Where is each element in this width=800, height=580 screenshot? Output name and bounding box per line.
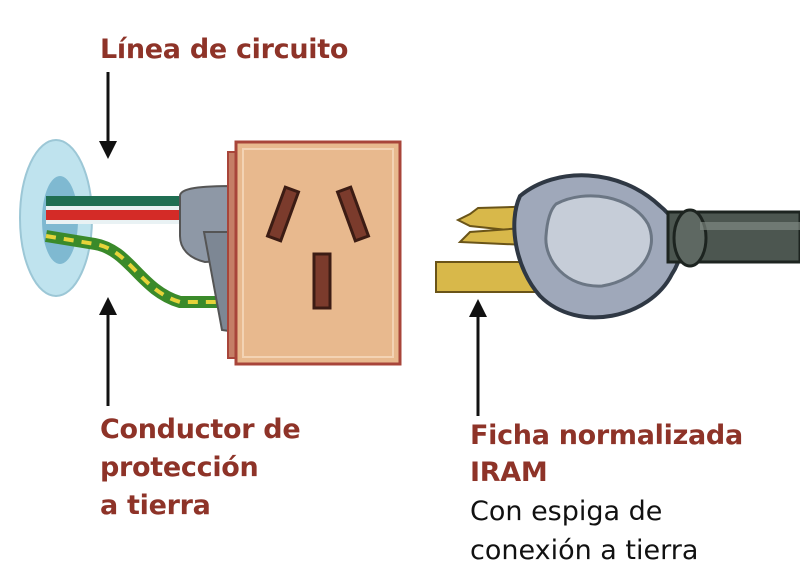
plug-title-line2: IRAM <box>470 457 548 488</box>
slot-left <box>265 185 301 243</box>
ground-conductor-label-line1: Conductor de <box>100 414 301 445</box>
plug-note-line2: conexión a tierra <box>470 535 699 566</box>
plug-note-line1: Con espiga de <box>470 496 663 527</box>
plug-title-line1: Ficha normalizada <box>470 420 743 451</box>
phase-wire-green <box>46 196 206 206</box>
circuit-line-label: Línea de circuito <box>100 34 349 65</box>
circuit-wires <box>45 196 232 308</box>
ground-conductor-label-line2: protección <box>100 452 259 483</box>
slot-right <box>335 185 371 243</box>
outlet <box>179 140 402 366</box>
iram-plug <box>435 173 800 320</box>
neutral-wire-red <box>46 210 206 220</box>
ground-conductor-label-line3: a tierra <box>100 490 211 521</box>
slot-ground <box>312 252 332 310</box>
